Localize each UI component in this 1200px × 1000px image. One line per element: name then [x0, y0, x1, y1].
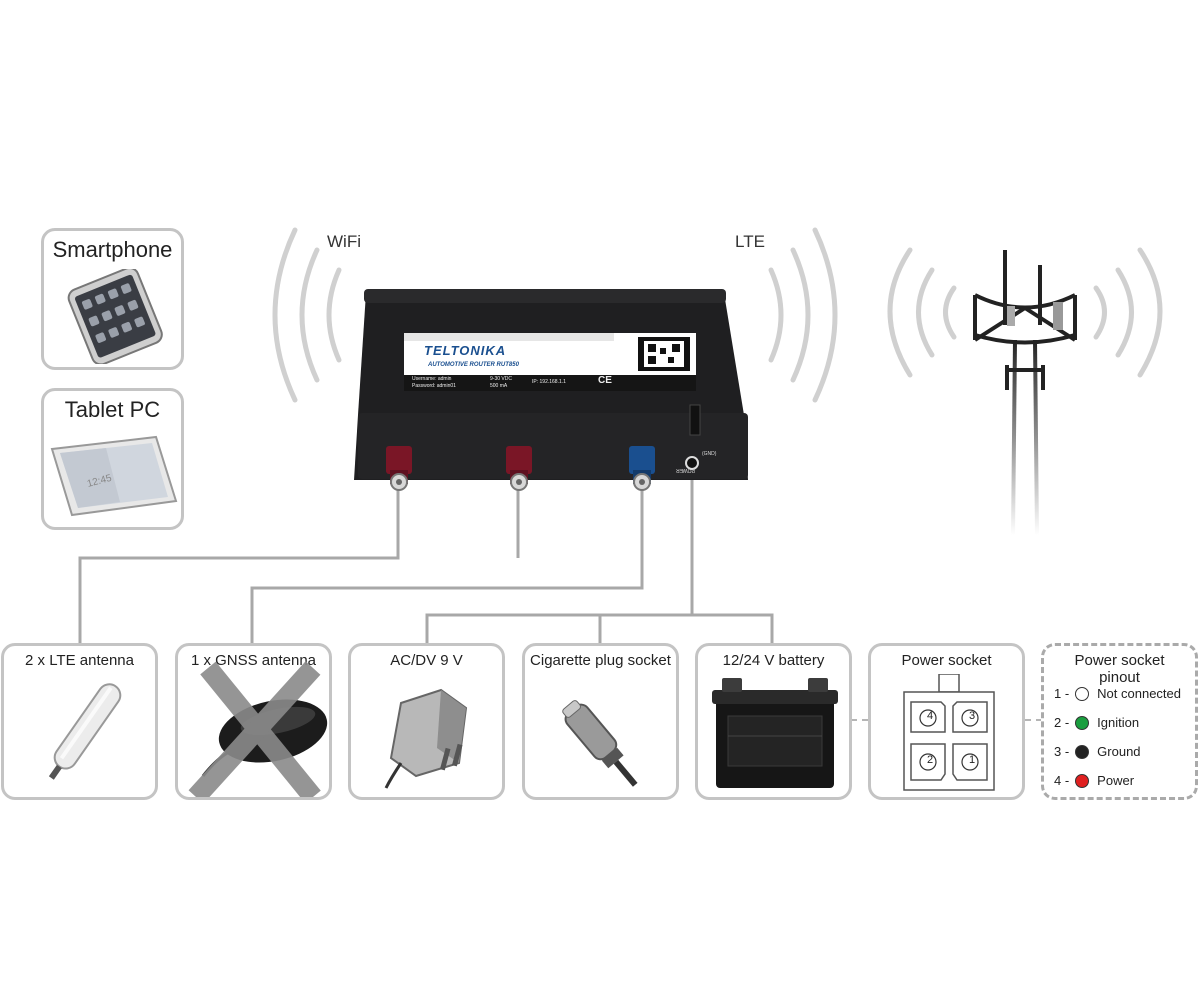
tablet-icon: 12:45 [50, 435, 178, 517]
cigarette-plug-box: Cigarette plug socket [522, 643, 679, 800]
wifi-label: WiFi [327, 232, 361, 251]
pinout-title: Power socket pinout [1074, 652, 1165, 686]
pin-color-dot [1075, 715, 1090, 730]
pinout-row-2: 2 - Ignition [1054, 715, 1139, 730]
pin-function: Ground [1097, 744, 1141, 759]
smartphone-title: Smartphone [52, 237, 173, 262]
pinout-legend: Power socket pinout 1 - Not connected 2 … [1041, 643, 1198, 800]
pin-color-dot [1075, 744, 1090, 759]
ac-adapter-title: AC/DV 9 V [390, 652, 463, 669]
router-current: 500 mA [490, 383, 508, 389]
cigarette-plug-title: Cigarette plug socket [530, 652, 671, 669]
router-username: Username: admin [412, 376, 452, 382]
pinout-row-3: 3 - Ground [1054, 744, 1141, 759]
pin-number: 3 - [1054, 744, 1070, 759]
not-supported-x-icon [188, 661, 321, 797]
router-model: AUTOMOTIVE ROUTER RUT850 [428, 362, 519, 368]
smartphone-box: Smartphone [41, 228, 184, 370]
pin-function: Power [1097, 773, 1135, 788]
router-gnd-label: (GND) [702, 451, 717, 457]
router-ip: IP: 192.168.1.1 [532, 379, 566, 385]
cigarette-plug-icon [562, 700, 638, 787]
pin-number: 1 - [1054, 686, 1070, 701]
wire-gnss [250, 488, 644, 645]
power-socket-icon [903, 674, 995, 791]
router-power-label: POWER [676, 467, 695, 473]
pinout-row-1: 1 - Not connected [1054, 686, 1181, 701]
lte-antenna-box: 2 x LTE antenna [1, 643, 158, 800]
tablet-title: Tablet PC [64, 397, 161, 422]
pinout-row-4: 4 - Power [1054, 773, 1134, 788]
router-voltage: 9-30 VDC [490, 376, 512, 382]
lte-antenna-title: 2 x LTE antenna [25, 652, 134, 669]
cell-tower-icon [887, 247, 1163, 536]
pin-function: Ignition [1097, 715, 1140, 730]
tablet-box: Tablet PC 12:45 [41, 388, 184, 530]
battery-title: 12/24 V battery [722, 652, 825, 669]
lte-connector-main [386, 446, 412, 491]
router-password: Password: admin01 [412, 383, 456, 389]
lte-antenna-icon [48, 683, 122, 780]
wifi-waves [272, 227, 342, 403]
pin-number: 4 - [1054, 773, 1070, 788]
lte-label: LTE [735, 232, 765, 251]
wire-lte-main [78, 488, 400, 645]
pin-number: 2 - [1054, 715, 1070, 730]
socket-pin-4: 4 [926, 710, 934, 722]
lte-connector-aux [506, 446, 532, 491]
battery-box: 12/24 V battery [695, 643, 852, 800]
gnss-connector [629, 446, 655, 491]
power-socket-box: Power socket 4 3 2 1 [868, 643, 1025, 800]
smartphone-icon [67, 269, 163, 364]
ac-adapter-box: AC/DV 9 V [348, 643, 505, 800]
lte-waves [768, 227, 838, 403]
pin-function: Not connected [1097, 686, 1182, 701]
gnss-antenna-box: 1 x GNSS antenna [175, 643, 332, 800]
socket-pin-1: 1 [968, 754, 976, 766]
battery-icon [712, 678, 838, 788]
gnss-antenna-title: 1 x GNSS antenna [190, 652, 317, 669]
socket-pin-2: 2 [926, 754, 934, 766]
power-socket-title: Power socket [901, 652, 992, 669]
pin-color-dot [1075, 686, 1090, 701]
ac-adapter-icon [384, 688, 468, 789]
router-ce-mark: CE [598, 375, 612, 386]
pin-color-dot [1075, 773, 1090, 788]
socket-pin-3: 3 [968, 710, 976, 722]
router-brand: TELTONIKA [424, 343, 507, 358]
